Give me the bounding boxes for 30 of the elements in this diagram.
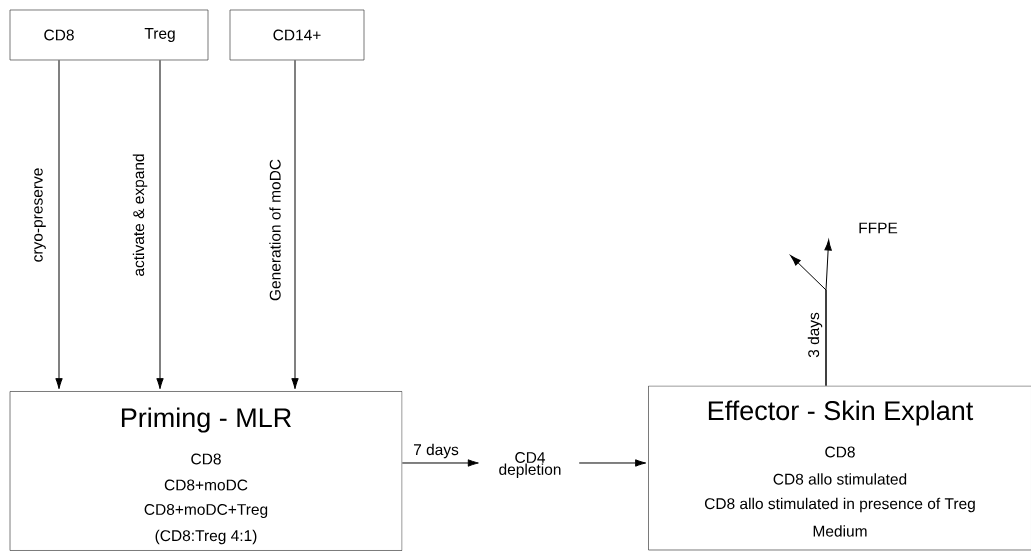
- box-text: CD8: [191, 453, 221, 465]
- edge-label: cryo-preserve: [34, 168, 46, 262]
- box: [9, 391, 403, 551]
- box: [648, 385, 1031, 551]
- arrow: [156, 59, 164, 390]
- box-text: CD8+moDC: [164, 479, 248, 491]
- edge-label: 7 days: [413, 443, 459, 459]
- arrow: [55, 59, 63, 390]
- arrow: [401, 459, 479, 467]
- box-text: CD8: [44, 29, 74, 41]
- box-text: CD8 allo stimulated in presence of Treg: [704, 497, 975, 513]
- step-text: FFPE: [859, 222, 898, 234]
- arrow: [291, 59, 299, 390]
- box-heading: Priming - MLR: [121, 407, 291, 433]
- edge-label: Generation of moDC: [269, 159, 281, 301]
- edge-label: activate & expand: [132, 154, 148, 276]
- arrow: [790, 255, 827, 387]
- box-text: CD8 allo stimulated: [773, 473, 907, 485]
- box: [9, 9, 209, 61]
- box-text: Medium: [813, 525, 867, 537]
- box-text: CD8: [825, 446, 855, 458]
- edge-label: 3 days: [807, 312, 823, 358]
- box: [229, 9, 365, 61]
- box-text: CD8+moDC+Treg: [144, 503, 268, 518]
- box-text: CD14+: [273, 29, 321, 41]
- box-text: Treg: [144, 28, 175, 42]
- box-text: (CD8:Treg 4:1): [155, 529, 257, 545]
- step-text: CD4 depletion: [499, 451, 561, 478]
- box-heading: Effector - Skin Explant: [708, 400, 974, 426]
- arrow: [578, 459, 647, 467]
